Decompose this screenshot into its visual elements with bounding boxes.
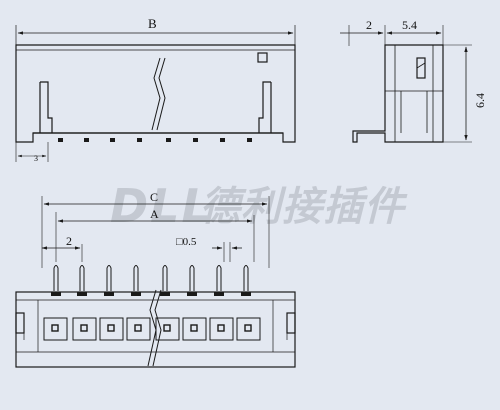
label-6-4: 6.4 [473, 93, 487, 108]
front-latch-square [257, 52, 268, 63]
front-left-latch [39, 81, 53, 133]
label-pin-size: □0.5 [176, 236, 197, 248]
label-c: C [150, 190, 158, 204]
bottom-cavities [43, 317, 261, 341]
watermark: DLL 德利接插件 [110, 179, 408, 233]
label-3: 3 [34, 154, 38, 163]
bottom-view [15, 196, 296, 368]
bottom-left-ear [15, 312, 25, 334]
side-latch [416, 57, 426, 79]
bottom-pin-roots [51, 292, 251, 296]
label-b: B [148, 16, 157, 31]
front-right-latch [258, 81, 272, 133]
label-pitch: 2 [66, 234, 72, 248]
bottom-right-ear [286, 312, 296, 334]
front-pin-stubs [58, 138, 252, 142]
bottom-contacts [51, 324, 252, 332]
front-view [15, 25, 296, 162]
label-5-4: 5.4 [402, 18, 417, 32]
bottom-break-mark [147, 289, 162, 367]
label-side-2: 2 [366, 18, 372, 32]
watermark-brand: DLL [110, 179, 213, 233]
watermark-chinese: 德利接插件 [200, 184, 408, 230]
bottom-pins [53, 265, 249, 291]
front-break-mark [151, 57, 166, 131]
label-a: A [150, 207, 159, 221]
front-body [15, 44, 296, 143]
side-view [340, 25, 472, 143]
side-body [352, 44, 444, 143]
